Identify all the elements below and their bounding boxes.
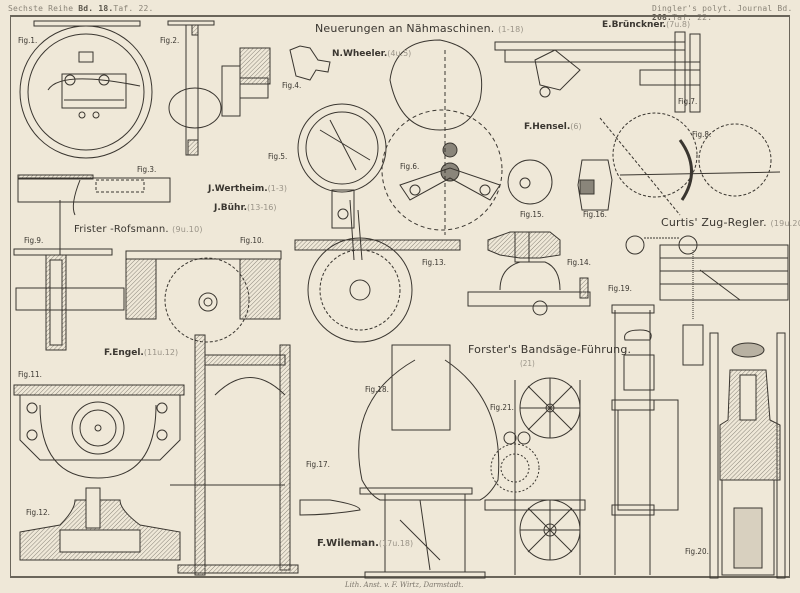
fig-label-19: Fig.19. <box>608 284 632 293</box>
fig-label-20: Fig.20. <box>685 547 709 556</box>
fig16-drawing <box>578 160 612 210</box>
inventor-figs: (11u.12) <box>143 348 179 357</box>
inventor-bruenckner: E.Brünckner.(7u.8) <box>602 20 690 30</box>
fig-label-3: Fig.3. <box>137 165 157 174</box>
section-title-regulator: Curtis' Zug-Regler. (19u.20) <box>661 216 800 229</box>
fig17-drawing <box>170 335 360 575</box>
fig4-drawing <box>290 46 330 80</box>
inventor-figs: (1-3) <box>267 184 287 193</box>
fig2-drawing <box>168 21 270 155</box>
inventor-wertheim: J.Wertheim.(1-3) <box>208 184 287 194</box>
inventor-name: F.Wileman. <box>317 538 379 549</box>
inventor-name: J.Wertheim. <box>208 184 268 194</box>
fig-label-13: Fig.13. <box>422 258 446 267</box>
journal-plate: Taf. 22. <box>672 13 713 22</box>
fig18-drawing <box>359 345 499 578</box>
series-label: Sechste Reihe <box>8 4 74 13</box>
fig13-drawing <box>295 200 460 342</box>
section-title-bandsaw: Forster's Bandsäge-Führung. <box>468 343 631 356</box>
fig-label-11: Fig.11. <box>18 370 42 379</box>
fig-label-2: Fig.2. <box>160 36 180 45</box>
fig14-drawing <box>468 232 590 315</box>
lithographer-credit: Lith. Anst. v. F. Wirtz, Darmstadt. <box>345 581 464 589</box>
fig-label-6: Fig.6. <box>400 162 420 171</box>
inventor-buehr: J.Bühr.(13-16) <box>214 203 277 213</box>
fig-label-14: Fig.14. <box>567 258 591 267</box>
title-text: Neuerungen an Nähmaschinen. <box>315 22 495 35</box>
inventor-figs: (17u.18) <box>378 539 414 548</box>
fig-label-17: Fig.17. <box>306 460 330 469</box>
header-right: Dingler's polyt. Journal Bd. 268.Taf. 22… <box>652 4 800 22</box>
fig-label-15: Fig.15. <box>520 210 544 219</box>
fig5-drawing <box>298 104 386 228</box>
inventor-figs: (6) <box>570 122 582 131</box>
title-range: (1-18) <box>498 25 524 34</box>
fig8-guide <box>680 140 692 200</box>
journal-label: Dingler's polyt. Journal Bd. <box>652 4 793 13</box>
fig12-drawing <box>20 488 180 560</box>
fig-label-10: Fig.10. <box>240 236 264 245</box>
section-figs-bandsaw: (21) <box>520 359 535 368</box>
inventor-name: E.Brünckner. <box>602 20 667 30</box>
journal-volume: 268. <box>652 13 673 22</box>
regulator-title: Curtis' Zug-Regler. <box>661 216 767 229</box>
fig-label-5: Fig.5. <box>268 152 288 161</box>
fig-label-16: Fig.16. <box>583 210 607 219</box>
inventor-hensel: F.Hensel.(6) <box>524 122 582 132</box>
bandsaw-title: Forster's Bandsäge-Führung. <box>468 343 632 356</box>
fig8-drawing <box>600 113 780 215</box>
header-left: Sechste Reihe Bd. 18.Taf. 22. <box>8 4 154 13</box>
fig19-drawing <box>612 305 678 575</box>
inventor-figs: (13-16) <box>247 203 277 212</box>
inventor-name: J.Bühr. <box>214 203 248 213</box>
fig10-drawing <box>126 251 281 342</box>
fig-label-21: Fig.21. <box>490 403 514 412</box>
fig-label-18: Fig.18. <box>365 385 389 394</box>
inventor-name: F.Engel. <box>104 348 144 358</box>
fig-label-4: Fig.4. <box>282 81 302 90</box>
fig-label-1: Fig.1. <box>18 36 38 45</box>
plate-title: Neuerungen an Nähmaschinen. (1-18) <box>315 22 524 35</box>
fig7-drawing <box>495 32 700 112</box>
fig6-drawing <box>382 40 502 235</box>
volume-label: Bd. 18. <box>78 4 114 13</box>
fig-label-9: Fig.9. <box>24 236 44 245</box>
inventor-name: F.Hensel. <box>524 122 571 132</box>
plate-frame <box>10 15 790 578</box>
fig21-drawing <box>485 378 585 575</box>
inventor-figs: (9u.10) <box>172 225 203 234</box>
inventor-engel: F.Engel.(11u.12) <box>104 348 178 358</box>
inventor-figs: (7u.8) <box>666 20 691 29</box>
fig-label-12: Fig.12. <box>26 508 50 517</box>
fig-label-8: Fig.8. <box>692 130 712 139</box>
inventor-name: N.Wheeler. <box>332 49 388 59</box>
plate-label: Taf. 22. <box>113 4 154 13</box>
inventor-wileman: F.Wileman.(17u.18) <box>317 538 413 549</box>
inventor-frister-rossmann: Frister -Rofsmann. (9u.10) <box>74 224 203 235</box>
regulator-wall-drawing <box>626 236 788 365</box>
fig20-drawing <box>710 333 785 578</box>
fig15-drawing <box>508 160 552 204</box>
inventor-name: Frister -Rofsmann. <box>74 224 169 235</box>
inventor-wheeler: N.Wheeler.(4u.5) <box>332 49 411 59</box>
regulator-figs: (19u.20) <box>770 219 800 228</box>
fig11-drawing <box>14 385 184 478</box>
fig9-drawing <box>14 200 124 350</box>
fig3-drawing <box>18 175 170 215</box>
fig1-drawing <box>20 21 152 158</box>
fig-label-7: Fig.7. <box>678 97 698 106</box>
inventor-figs: (4u.5) <box>387 49 412 58</box>
